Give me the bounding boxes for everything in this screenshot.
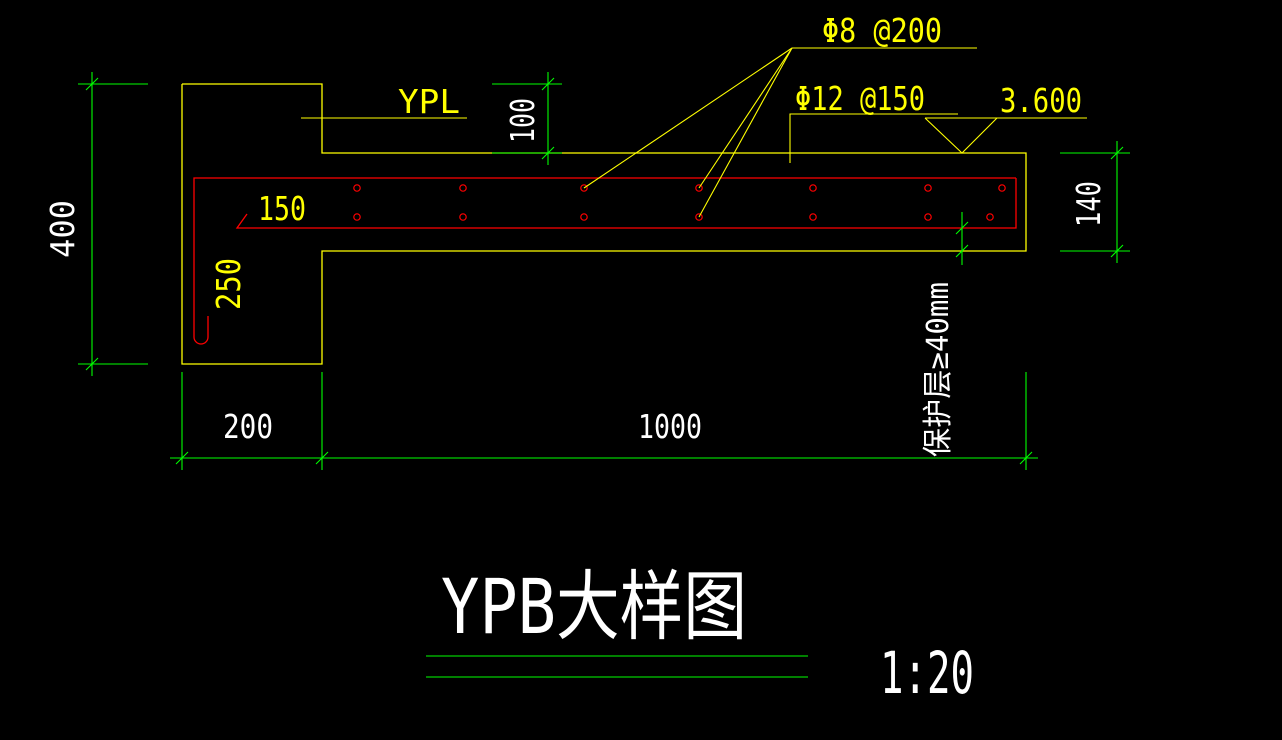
rebar-bottom-bar — [235, 178, 1017, 229]
rebar-dot — [924, 213, 932, 221]
rebar-dot — [459, 213, 467, 221]
dim-cover-tick — [955, 221, 969, 235]
rebar-dot — [998, 184, 1006, 192]
rebar-dot — [353, 184, 361, 192]
bar-top-leader-3 — [698, 47, 793, 218]
rebar-dot — [580, 213, 588, 221]
rebar-dot — [809, 213, 817, 221]
rebar-dot — [809, 184, 817, 192]
bar-bottom-leader — [789, 113, 958, 163]
rebar-dot — [353, 213, 361, 221]
bend-length-label: 250 — [209, 258, 248, 310]
bar-top-label: Φ8 @200 — [822, 11, 942, 50]
dim-1000-label: 1000 — [638, 407, 702, 446]
rebar-dot — [580, 184, 588, 192]
bar-bottom-label: Φ12 @150 — [795, 79, 925, 118]
cover-note-label: 保护层≥40mm — [921, 282, 956, 457]
dim-140-tick — [1110, 244, 1124, 258]
dim-140-label: 140 — [1069, 181, 1108, 227]
dim-140-tick — [1110, 146, 1124, 160]
dim-200-label: 200 — [223, 407, 273, 446]
rebar-dot — [924, 184, 932, 192]
rebar-dot — [459, 184, 467, 192]
bar-top-leader-1 — [583, 47, 793, 189]
rebar-group — [193, 177, 1017, 345]
elevation-triangle — [924, 117, 998, 154]
dim-100-label: 100 — [503, 98, 542, 143]
ypl-label: YPL — [398, 82, 460, 121]
rebar-top-bar — [193, 177, 1016, 345]
elevation-label: 3.600 — [1000, 81, 1082, 120]
bar-top-leader-2 — [698, 47, 793, 189]
rebar-distribution-bars — [353, 184, 1006, 221]
dim-100-tick — [541, 146, 555, 160]
dim-h-tick — [315, 451, 329, 465]
drawing-title: YPB大样图 — [441, 562, 747, 651]
dim-400-tick — [85, 357, 99, 371]
dim-h-tick — [1019, 451, 1033, 465]
section-outline — [181, 83, 1027, 365]
dim-100-tick — [541, 77, 555, 91]
rebar-dot — [986, 213, 994, 221]
dim-cover-tick — [955, 244, 969, 258]
dim-400-tick — [85, 77, 99, 91]
hook-length-label: 150 — [258, 189, 306, 228]
dim-h-tick — [175, 451, 189, 465]
leader-lines — [301, 47, 1087, 218]
rebar-dot — [695, 213, 703, 221]
rebar-dot — [695, 184, 703, 192]
drawing-scale: 1:20 — [880, 639, 974, 707]
dimension-lines — [78, 72, 1130, 678]
dim-400-label: 400 — [43, 200, 82, 258]
